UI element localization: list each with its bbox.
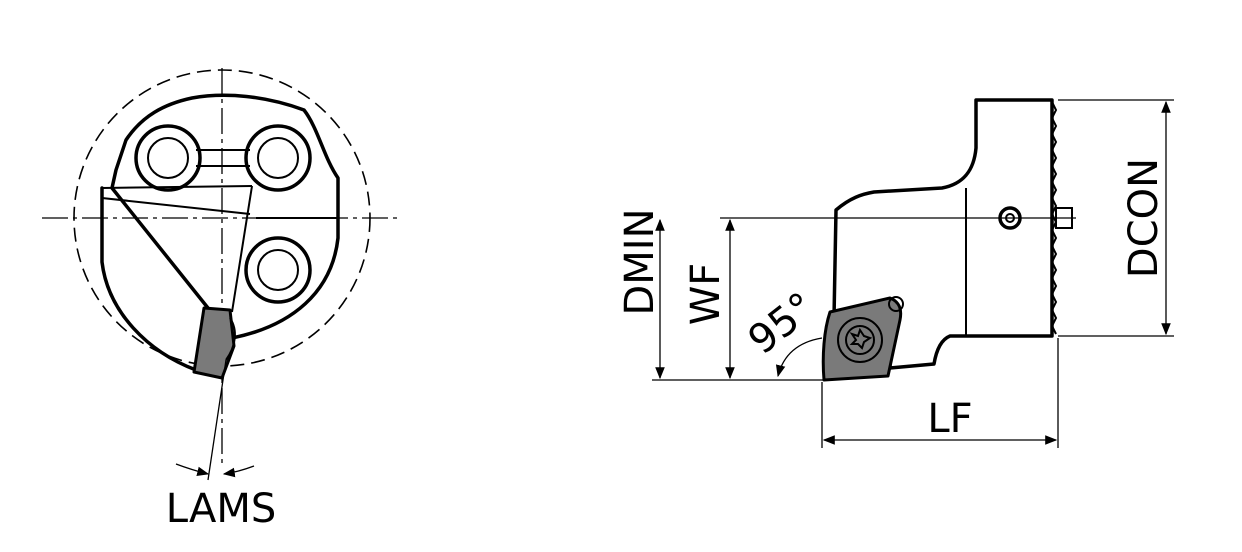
dmin-label: DMIN: [617, 208, 663, 315]
pocket-line-lower: [101, 197, 251, 215]
lams-angle-arc-right: [222, 465, 255, 478]
side-view: DMIN WF 95° LF DCON: [617, 98, 1174, 448]
side-body-outline: [832, 98, 1054, 370]
head-body-outline: [100, 93, 340, 372]
screw-top-right: [244, 124, 312, 192]
lf-label: LF: [927, 396, 972, 442]
lams-angle-arc-left: [175, 463, 210, 477]
lams-label: LAMS: [166, 486, 276, 532]
insert-front: [192, 306, 236, 380]
dcon-label: DCON: [1121, 158, 1167, 278]
wf-label: WF: [683, 263, 729, 326]
insert-screw: [837, 317, 883, 363]
angle-arc: [775, 337, 823, 378]
screw-top-left: [134, 124, 202, 192]
screw-bottom: [244, 236, 312, 304]
lams-extension-line: [207, 359, 227, 481]
angle-label: 95°: [740, 284, 824, 364]
insert-side: [821, 296, 903, 382]
pocket-line-vertical: [231, 185, 253, 313]
front-view: LAMS: [42, 68, 402, 532]
clamp-pin: [888, 296, 904, 312]
